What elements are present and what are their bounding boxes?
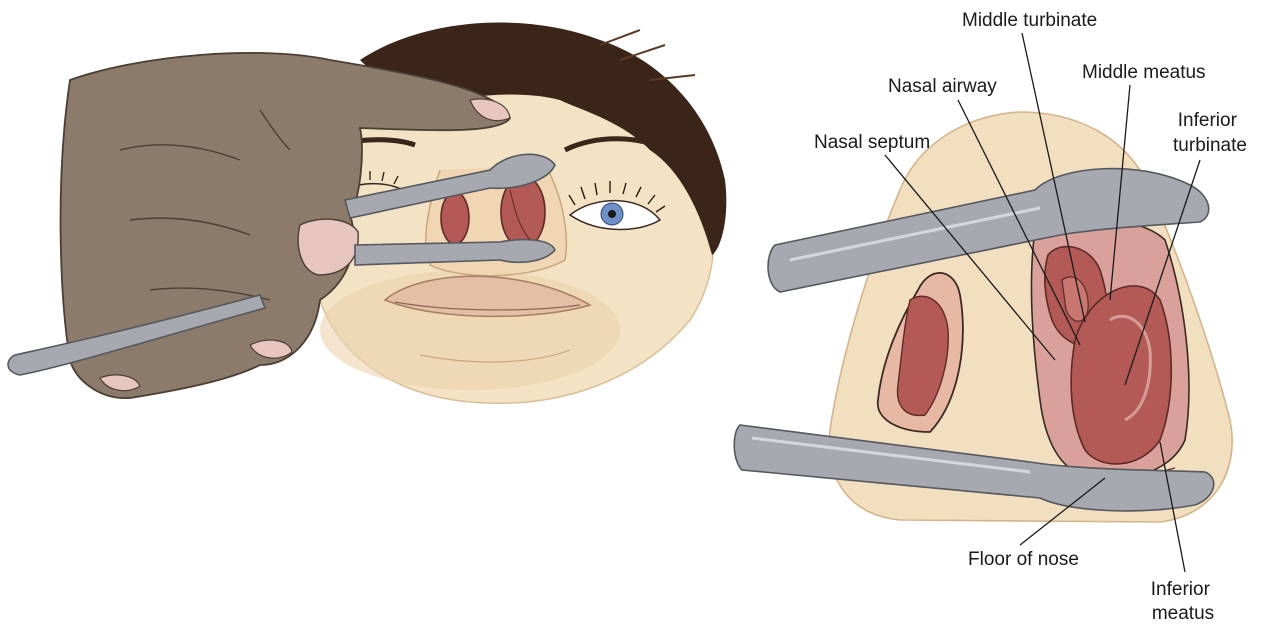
label-middle-turbinate: Middle turbinate (962, 10, 1097, 31)
label-inferior-meatus: Inferior meatus (1151, 579, 1215, 624)
label-nasal-septum: Nasal septum (814, 132, 930, 153)
label-floor-of-nose: Floor of nose (968, 549, 1079, 570)
label-inferior-turbinate-line2: turbinate (1173, 135, 1247, 156)
label-inferior-turbinate: Inferior turbinate (1173, 110, 1247, 156)
nostril-left (441, 192, 469, 244)
label-inferior-turbinate-line1: Inferior (1178, 110, 1238, 131)
right-nostril-cavity (1031, 218, 1189, 479)
label-middle-meatus: Middle meatus (1082, 62, 1206, 83)
label-nasal-airway: Nasal airway (888, 76, 997, 97)
label-inferior-meatus-line2: meatus (1152, 603, 1214, 624)
right-illustration-nasal-cavity: Middle turbinate Nasal airway Middle mea… (734, 10, 1247, 624)
label-inferior-meatus-line1: Inferior (1151, 579, 1211, 600)
left-illustration-hand-and-face (8, 23, 726, 404)
